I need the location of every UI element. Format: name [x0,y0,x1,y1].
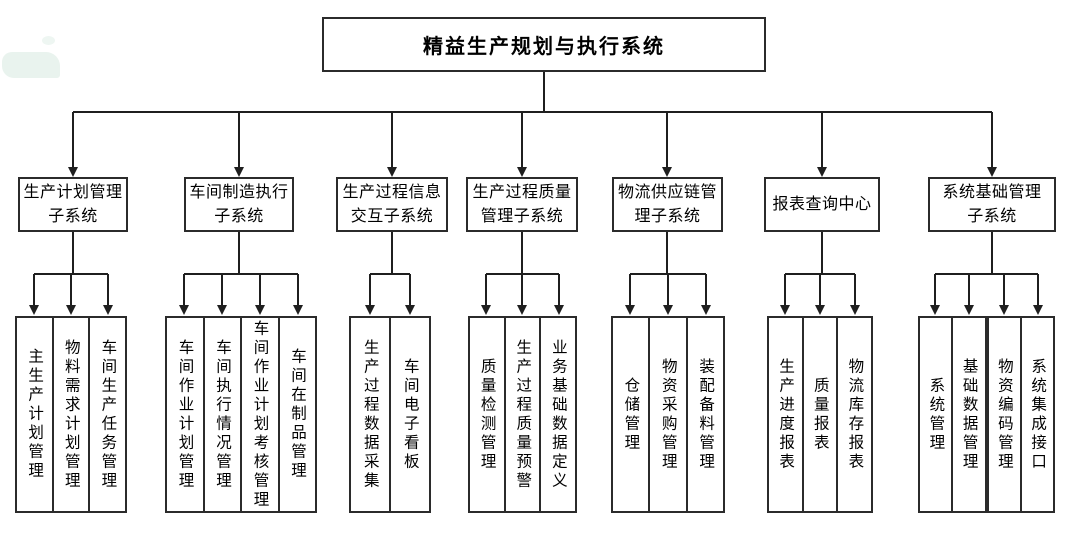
leaf-node: 系统集成接口 [1019,316,1055,513]
subsystem-node-system-foundation: 系统基础管理 子系统 [928,177,1056,232]
leaf-label: 生产进度报表 [777,357,795,472]
leaf-group-production-planning: 主生产计划管理 物料需求计划管理 车间生产任务管理 [15,316,128,513]
leaf-label: 系统管理 [927,376,945,453]
subsystem-label: 生产过程信息 交互子系统 [342,183,442,225]
leaf-node: 仓储管理 [611,316,651,513]
leaf-node: 物资编码管理 [984,316,1022,513]
leaf-node: 车间生产任务管理 [88,316,128,513]
leaf-node: 物流库存报表 [836,316,874,513]
subsystem-node-shopfloor-mes: 车间制造执行 子系统 [184,177,294,232]
subsystem-node-production-planning: 生产计划管理 子系统 [18,177,128,232]
subsystem-node-process-quality: 生产过程质量 管理子系统 [466,177,578,232]
leaf-label: 业务基础数据定义 [549,338,567,491]
leaf-label: 物资编码管理 [995,357,1013,472]
leaf-group-process-quality: 质量检测管理 生产过程质量预警 业务基础数据定义 [468,316,578,513]
leaf-group-process-info-interaction: 生产过程数据采集 车间电子看板 [349,316,431,513]
leaf-node: 生产过程数据采集 [349,316,391,513]
watermark-smudge-dot [42,36,55,45]
subsystem-label: 生产计划管理 子系统 [23,183,123,225]
leaf-group-shopfloor-mes: 车间作业计划管理 车间执行情况管理 车间作业计划考核管理 车间在制品管理 [165,316,317,513]
leaf-node: 质量报表 [801,316,839,513]
subsystem-label: 报表查询中心 [772,195,872,213]
leaf-label: 物料需求计划管理 [62,338,80,491]
leaf-label: 物资采购管理 [659,357,677,472]
subsystem-label: 车间制造执行 子系统 [189,183,289,225]
subsystem-node-report-center: 报表查询中心 [764,177,880,232]
leaf-node: 车间执行情况管理 [202,316,242,513]
leaf-label: 质量报表 [811,376,829,453]
leaf-node: 车间在制品管理 [277,316,317,513]
leaf-label: 系统集成接口 [1029,357,1047,472]
subsystem-label: 系统基础管理 子系统 [942,183,1042,225]
diagram-title: 精益生产规划与执行系统 [423,36,665,58]
leaf-node: 系统管理 [918,316,954,513]
leaf-node: 物资采购管理 [648,316,688,513]
leaf-node: 车间电子看板 [389,316,431,513]
leaf-label: 主生产计划管理 [26,348,44,481]
subsystem-node-process-info-interaction: 生产过程信息 交互子系统 [336,177,448,232]
subsystem-label: 生产过程质量 管理子系统 [472,183,572,225]
leaf-label: 装配备料管理 [697,357,715,472]
leaf-group-report-center: 生产进度报表 质量报表 物流库存报表 [767,316,874,513]
leaf-label: 质量检测管理 [478,357,496,472]
leaf-node: 基础数据管理 [951,316,987,513]
leaf-group-logistics-supply-chain: 仓储管理 物资采购管理 装配备料管理 [611,316,725,513]
subsystem-node-logistics-supply-chain: 物流供应链管 理子系统 [612,177,723,232]
leaf-label: 车间电子看板 [401,357,419,472]
leaf-node: 车间作业计划管理 [165,316,205,513]
leaf-label: 车间在制品管理 [289,348,306,481]
leaf-label: 生产过程质量预警 [514,338,532,491]
root-node: 精益生产规划与执行系统 [322,17,766,72]
leaf-label: 仓储管理 [622,376,640,453]
leaf-label: 生产过程数据采集 [361,338,379,491]
subsystem-label: 物流供应链管 理子系统 [617,183,717,225]
leaf-node: 质量检测管理 [468,316,506,513]
leaf-label: 车间生产任务管理 [99,338,117,491]
leaf-node: 业务基础数据定义 [539,316,578,513]
leaf-node: 生产过程质量预警 [503,316,542,513]
leaf-node: 车间作业计划考核管理 [240,316,280,513]
leaf-group-system-foundation: 系统管理 基础数据管理 物资编码管理 系统集成接口 [918,316,1055,513]
leaf-label: 车间作业计划考核管理 [251,319,269,510]
leaf-node: 生产进度报表 [767,316,804,513]
leaf-node: 主生产计划管理 [15,316,54,513]
leaf-node: 物料需求计划管理 [51,316,91,513]
leaf-label: 物流库存报表 [846,357,864,472]
watermark-smudge [2,52,60,78]
leaf-node: 装配备料管理 [685,316,725,513]
leaf-label: 车间执行情况管理 [214,338,231,491]
leaf-label: 车间作业计划管理 [176,338,194,491]
leaf-label: 基础数据管理 [960,357,978,472]
